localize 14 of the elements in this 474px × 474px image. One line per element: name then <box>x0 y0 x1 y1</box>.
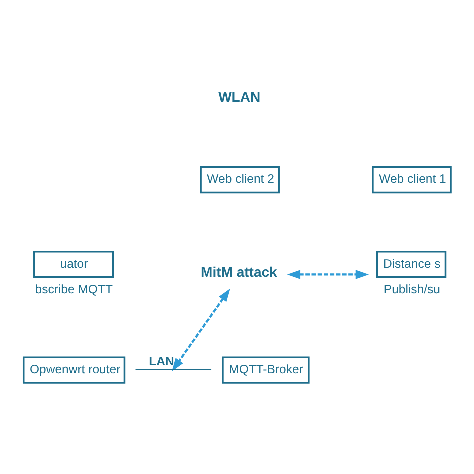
connector <box>136 369 212 371</box>
node-box: Opwenwrt router <box>22 356 126 384</box>
label: WLAN <box>218 88 261 105</box>
node-box: Web client 2 <box>200 166 280 194</box>
node-box: Web client 1 <box>372 166 452 194</box>
node-text: MitM attack <box>201 264 278 280</box>
node-label: bscribe MQTT <box>35 282 113 296</box>
arrow <box>172 288 230 372</box>
node-label: Publish/su <box>384 282 441 296</box>
node-box: Distance s <box>376 251 447 278</box>
edge-label: LAN <box>149 354 174 369</box>
node-box: MQTT-Broker <box>222 356 310 384</box>
node-box: uator <box>34 251 114 278</box>
arrow <box>287 270 370 280</box>
